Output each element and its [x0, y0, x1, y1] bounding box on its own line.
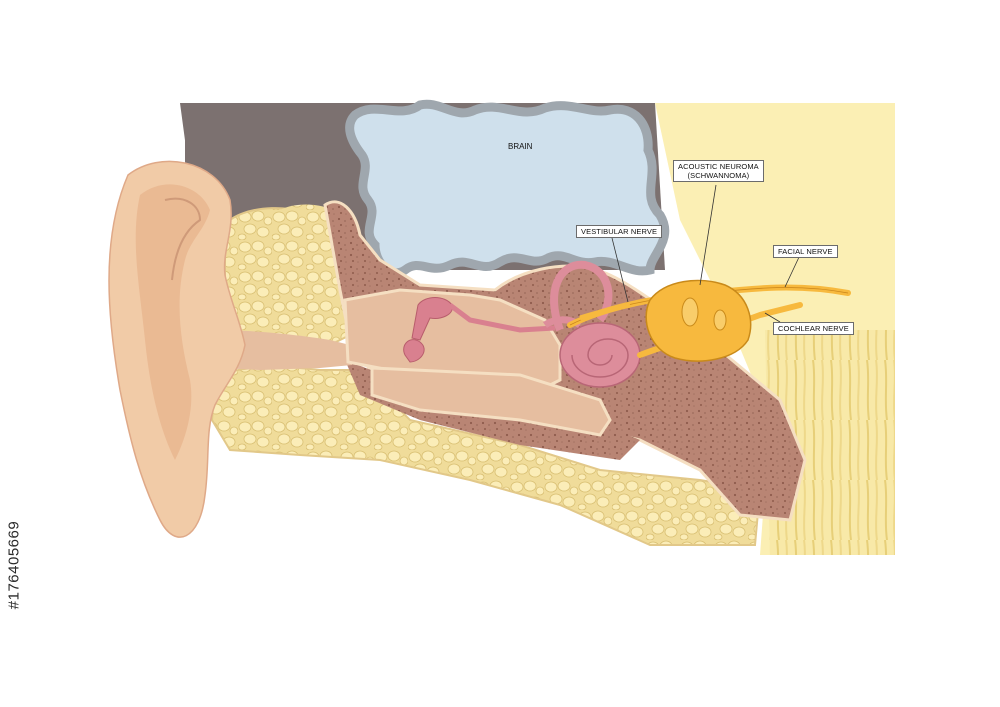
vestibular-nerve-label: VESTIBULAR NERVE — [576, 225, 663, 238]
stock-id-watermark: #176405669 — [4, 465, 24, 665]
brain-label: BRAIN — [508, 142, 533, 151]
ear-canal — [220, 288, 612, 437]
outer-ear — [108, 160, 246, 538]
inner-ear — [542, 260, 641, 388]
acoustic-neuroma-label: ACOUSTIC NEUROMA (SCHWANNOMA) — [673, 160, 764, 182]
brain-shape — [345, 99, 670, 278]
acoustic-neuroma-tumor — [645, 279, 752, 362]
facial-nerve-label: FACIAL NERVE — [773, 245, 838, 258]
stock-id-text: #176405669 — [5, 520, 23, 610]
cochlear-nerve-label: COCHLEAR NERVE — [773, 322, 854, 335]
leader-lines — [611, 184, 801, 323]
ossicles — [403, 297, 556, 363]
